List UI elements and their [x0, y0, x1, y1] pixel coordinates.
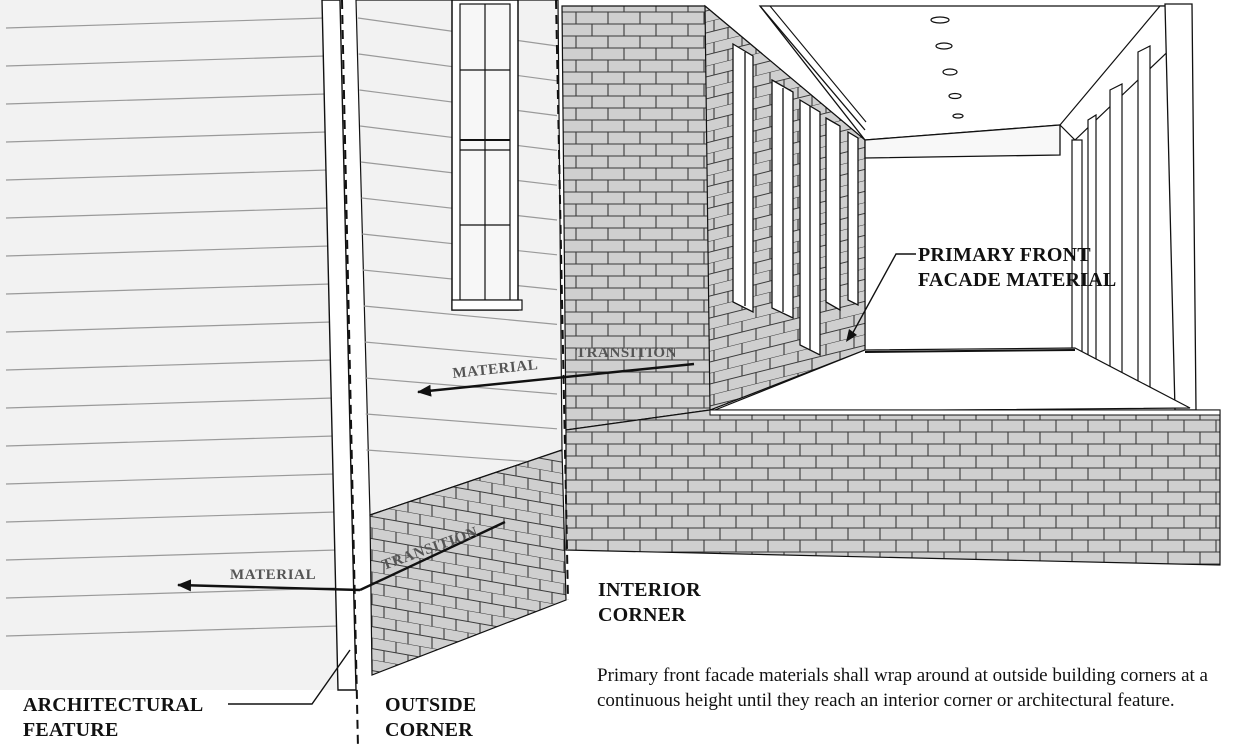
diagram-caption: Primary front facade materials shall wra…	[597, 665, 1208, 711]
architectural-feature-dashed-line	[341, 0, 359, 749]
window-middle-wall	[451, 0, 523, 311]
left-siding-wall	[0, 0, 340, 690]
interior-corner-label: INTERIOR CORNER	[598, 579, 701, 626]
porch-structure	[709, 3, 1197, 413]
porch-floor-edge	[709, 409, 1221, 416]
upper-transition-arrow	[417, 362, 695, 397]
lower-material-arrow	[177, 579, 361, 592]
outside-corner-label: OUTSIDE CORNER	[385, 694, 477, 741]
upper-transition-note: TRANSITION	[576, 345, 677, 361]
architectural-feature-label: ARCHITECTURAL FEATURE	[23, 694, 204, 741]
lower-transition-arrow	[359, 520, 506, 592]
lower-material-note: MATERIAL	[230, 567, 316, 583]
primary-front-facade-leader	[849, 253, 916, 339]
middle-wall-brick-base	[369, 449, 567, 676]
receding-wall-windows	[732, 42, 859, 357]
porch-brick-base	[565, 409, 1221, 566]
outside-corner-dashed-line	[555, 0, 569, 601]
primary-front-facade-label: PRIMARY FRONT FACADE MATERIAL	[918, 244, 1117, 291]
architectural-feature-leader	[228, 649, 351, 705]
